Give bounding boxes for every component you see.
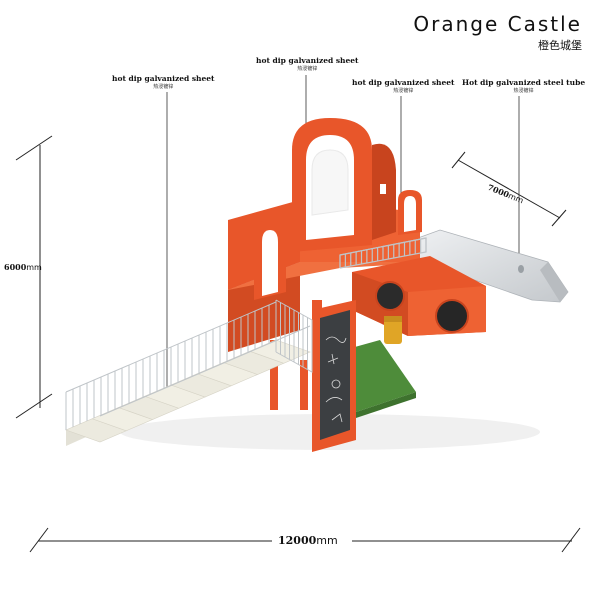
stair-handrail bbox=[99, 325, 311, 417]
callout-4-english: Hot dip galvanized steel tube bbox=[462, 78, 586, 87]
height-value: 6000 bbox=[4, 262, 27, 272]
depth-dimension-line bbox=[451, 151, 567, 227]
callout-4-chinese: 热浸镀锌 bbox=[513, 88, 534, 94]
arch-walls bbox=[254, 190, 422, 300]
platform-railing bbox=[339, 237, 427, 269]
height-dimension: 6000mm bbox=[4, 262, 42, 272]
platform-side-railing bbox=[275, 299, 313, 373]
callout-4: Hot dip galvanized steel tube 热浸镀锌 bbox=[462, 78, 585, 94]
callout-3-english: hot dip galvanized sheet bbox=[352, 78, 455, 87]
callout-1-english: hot dip galvanized sheet bbox=[112, 74, 215, 83]
yellow-tube bbox=[384, 316, 402, 344]
width-unit: mm bbox=[316, 534, 338, 547]
width-dimension-line bbox=[29, 527, 581, 553]
callout-3-chinese: 热浸镀锌 bbox=[393, 88, 414, 94]
callout-1: hot dip galvanized sheet 热浸镀锌 bbox=[112, 74, 215, 90]
grass-mat bbox=[340, 340, 416, 412]
width-value: 12000 bbox=[278, 534, 317, 547]
height-dimension-line bbox=[15, 135, 53, 419]
callout-2-chinese: 热浸镀锌 bbox=[297, 66, 318, 72]
staircase bbox=[65, 301, 311, 446]
height-unit: mm bbox=[26, 263, 42, 272]
callout-2-english: hot dip galvanized sheet bbox=[256, 56, 359, 65]
title-chinese: 橙色城堡 bbox=[538, 39, 582, 52]
title-block: Orange Castle 橙色城堡 bbox=[413, 12, 582, 53]
tunnel-hole bbox=[436, 300, 468, 332]
callout-3: hot dip galvanized sheet 热浸镀锌 bbox=[352, 78, 455, 94]
callout-1-chinese: 热浸镀锌 bbox=[153, 84, 174, 90]
chalkboard-panel bbox=[312, 300, 356, 452]
callout-2: hot dip galvanized sheet 热浸镀锌 bbox=[256, 56, 359, 72]
porthole-left bbox=[376, 282, 404, 310]
width-dimension: 12000mm bbox=[278, 534, 338, 547]
castle-tower bbox=[292, 118, 396, 252]
title-english: Orange Castle bbox=[413, 12, 582, 36]
